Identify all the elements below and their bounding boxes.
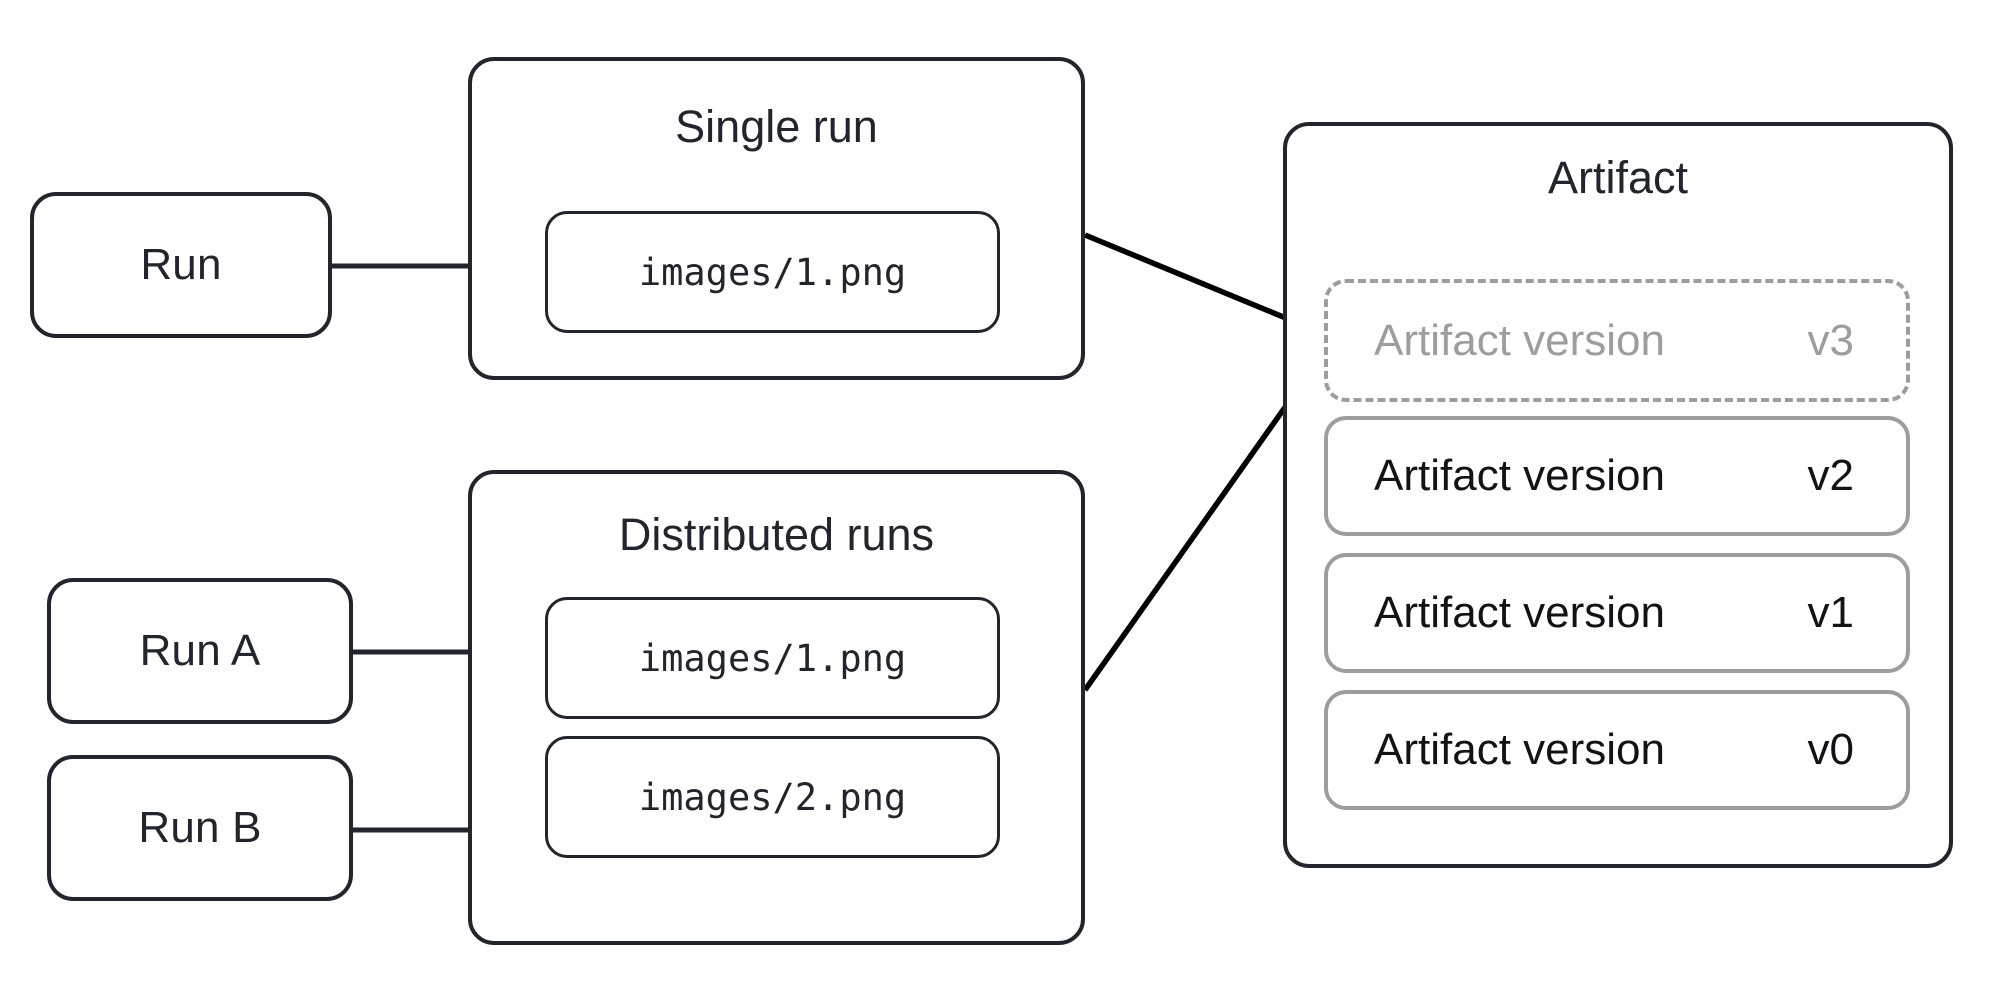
artifact-panel-title: Artifact [1547,152,1689,203]
artifact-version-row-v0[interactable]: Artifact version v0 [1324,690,1910,810]
artifact-version-row-v3-name: Artifact version [1374,315,1665,365]
artifact-version-row-v1-name: Artifact version [1374,588,1665,637]
file-box-dist-2-label: images/2.png [638,775,907,819]
group-distributed-runs: Distributed runs images/1.png images/2.p… [468,470,1085,945]
run-node-a[interactable]: Run A [47,578,353,724]
file-box-dist-2[interactable]: images/2.png [545,736,1000,858]
artifact-version-row-v2-number: v2 [1807,451,1854,500]
run-node-b[interactable]: Run B [47,755,353,901]
artifact-version-row-v3-number: v3 [1807,315,1854,365]
group-single-run-title: Single run [675,101,878,152]
run-node-single-label: Run [140,240,222,289]
group-distributed-runs-title: Distributed runs [618,509,935,560]
artifact-version-row-v2[interactable]: Artifact version v2 [1324,416,1910,536]
run-node-single[interactable]: Run [30,192,332,338]
artifact-version-row-v0-number: v0 [1807,725,1854,774]
file-box-dist-1[interactable]: images/1.png [545,597,1000,719]
file-box-dist-1-label: images/1.png [638,636,907,680]
artifact-version-row-v2-name: Artifact version [1374,451,1665,500]
artifact-panel: Artifact Artifact version v3 Artifact ve… [1283,122,1953,868]
file-box-single-1[interactable]: images/1.png [545,211,1000,333]
group-single-run: Single run images/1.png [468,57,1085,380]
artifact-version-row-v1-number: v1 [1807,588,1854,637]
artifact-version-row-v1[interactable]: Artifact version v1 [1324,553,1910,673]
run-node-a-label: Run A [139,626,261,675]
artifact-version-row-v3[interactable]: Artifact version v3 [1324,279,1910,402]
run-node-b-label: Run B [138,803,262,852]
file-box-single-1-label: images/1.png [638,250,907,294]
artifact-version-row-v0-name: Artifact version [1374,725,1665,774]
